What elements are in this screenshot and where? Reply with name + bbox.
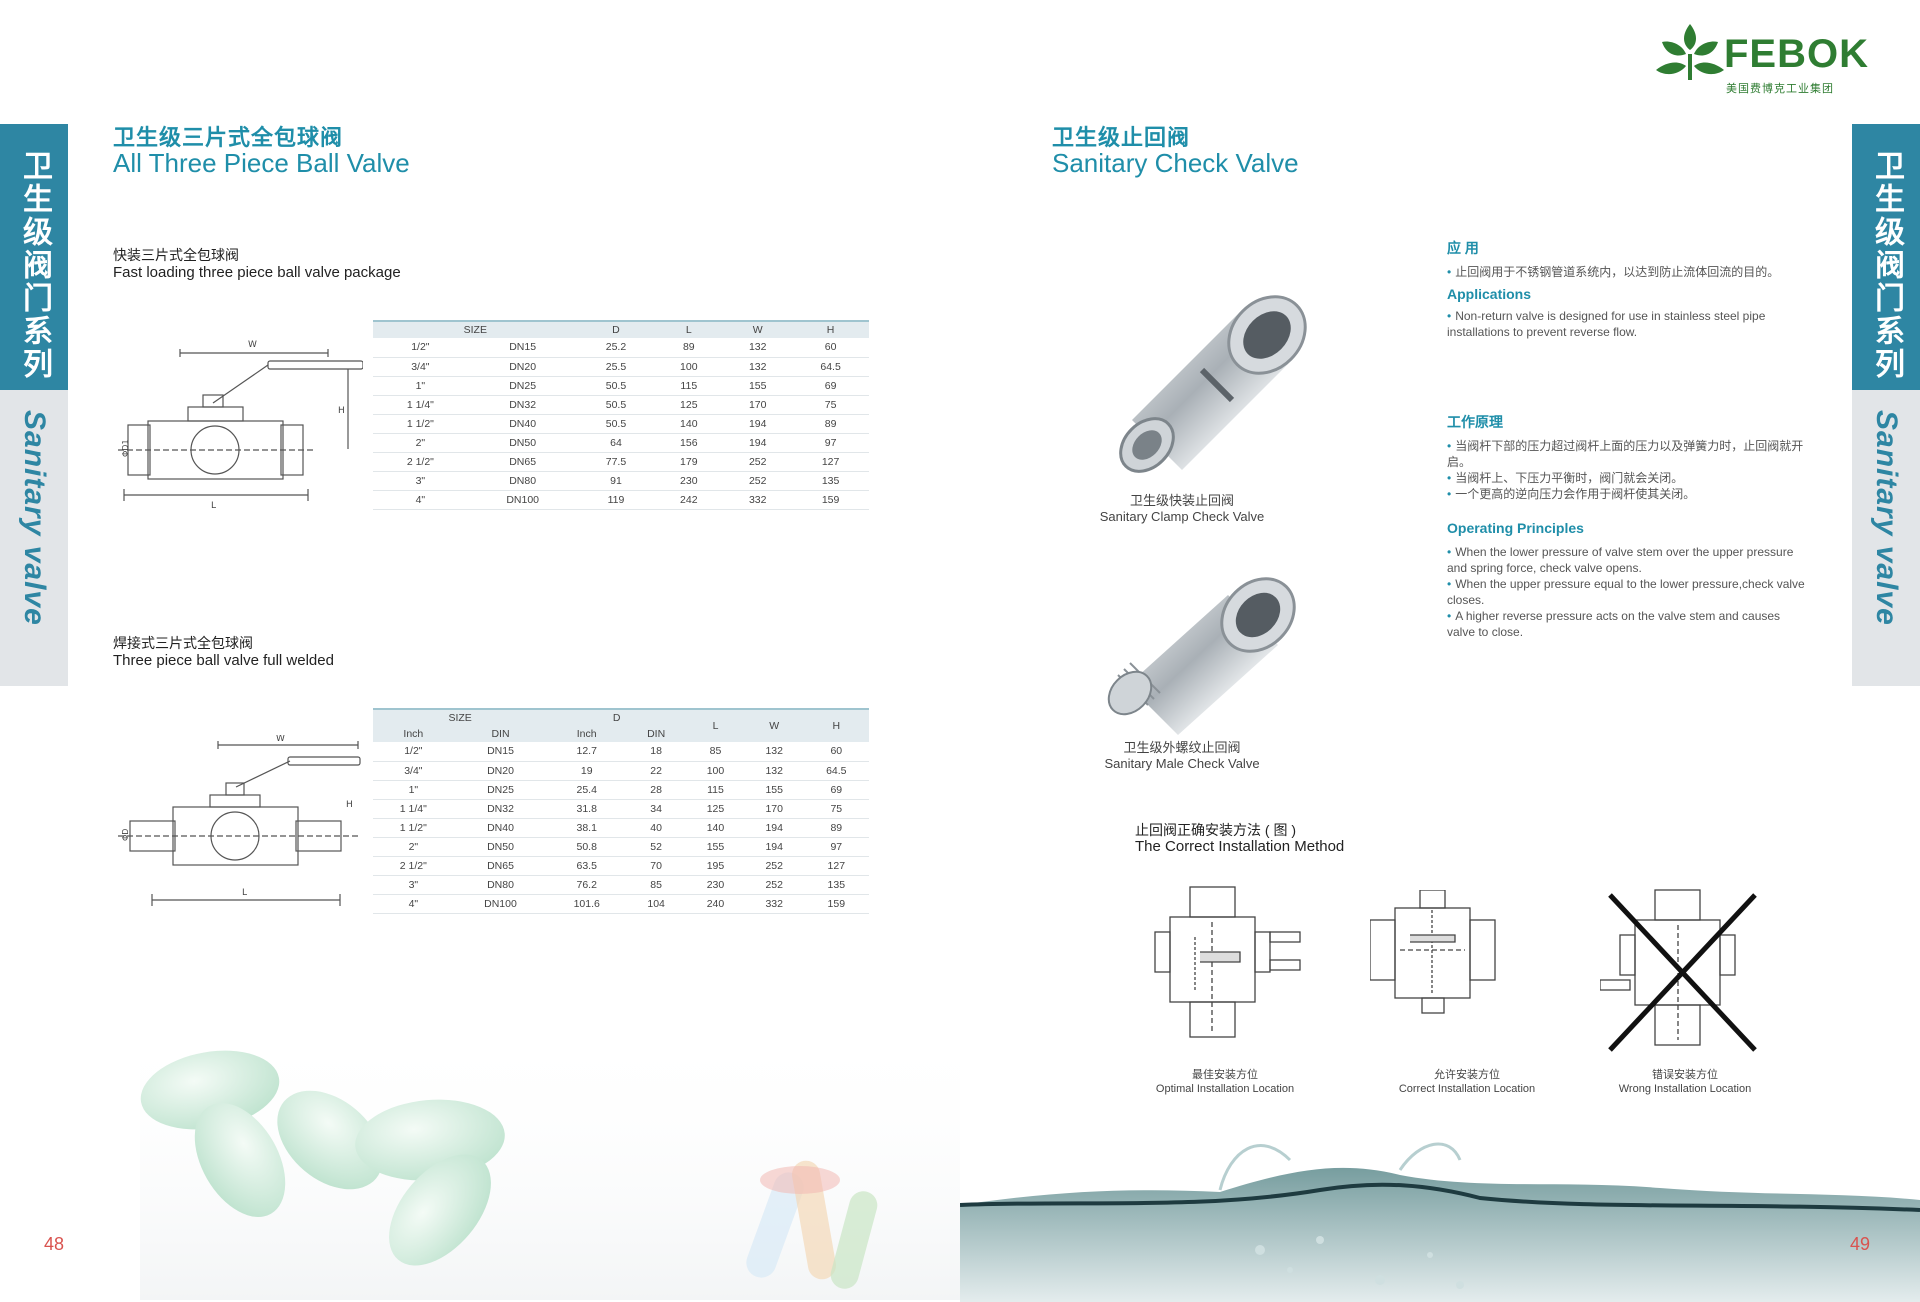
page-number-right: 49 [1850,1234,1871,1254]
th2-d: D [547,708,687,726]
cross-mark-icon [1608,893,1757,1052]
dim-d2-label: ΦD [121,829,130,841]
male-check-valve-photo [1107,577,1296,735]
th2-size: SIZE [373,708,548,726]
install-caption-2: 允许安装方位 Correct Installation Location [1398,1069,1536,1095]
th2-d-inch: Inch [547,726,627,742]
applications-title-en: Applications [1447,286,1532,302]
th2-l: L [686,708,745,742]
side-tab-en-right: Sanitary valve [1870,410,1903,626]
install-caption-3: 错误安装方位 Wrong Installation Location [1618,1069,1752,1095]
pills-decoration-image [140,1020,960,1300]
left-title-en: All Three Piece Ball Valve [113,148,410,178]
dim-l-label: L [211,501,216,511]
install-title-en: The Correct Installation Method [1135,838,1345,855]
left-title-cn: 卫生级三片式全包球阀 [113,125,344,150]
th-l: L [654,320,724,338]
sec1-title-cn: 快装三片式全包球阀 [113,247,239,263]
photo1-caption: 卫生级快装止回阀 Sanitary Clamp Check Valve [1082,493,1282,525]
optimal-install-diagram [1154,886,1301,1038]
th2-h: H [803,708,869,742]
applications-text-cn: 止回阀用于不锈钢管道系统内，以达到防止流体回流的目的。 [1455,265,1780,279]
operating-title-cn: 工作原理 [1447,414,1503,430]
dim-l2-label: L [242,888,247,898]
th-d: D [577,320,655,338]
th-size: SIZE [373,320,578,338]
th2-d-din: DIN [626,726,687,742]
wrong-install-diagram [1600,889,1757,1052]
side-tab-en: Sanitary valve [18,410,51,626]
photo1-caption-en: Sanitary Clamp Check Valve [1099,509,1265,524]
side-tab-cn-right: 卫生级阀门系列 [1870,150,1903,381]
dim-h2-label: H [346,800,353,810]
operating-section: 工作原理 •当阀杆下部的压力超过阀杆上面的压力以及弹簧力时，止回阀就开启。 •当… [1447,412,1807,640]
op-cn-1: 当阀杆下部的压力超过阀杆上面的压力以及弹簧力时，止回阀就开启。 [1447,439,1804,469]
op-cn-2: 当阀杆上、下压力平衡时，阀门就会关闭。 [1455,471,1684,485]
operating-title-en: Operating Principles [1447,520,1584,536]
install-title-cn: 止回阀正确安装方法 ( 图 ) [1135,822,1296,838]
photo2-caption-cn: 卫生级外螺纹止回阀 [1123,740,1241,755]
side-tab-cn: 卫生级阀门系列 [18,150,51,381]
correct-install-diagram [1370,890,1496,1014]
th-w: W [723,320,793,338]
install-caption-1: 最佳安装方位 Optimal Installation Location [1155,1069,1295,1095]
dim-w2-label: W [276,735,285,744]
sec1-title-en: Fast loading three piece ball valve pack… [113,264,401,281]
right-title-cn: 卫生级止回阀 [1052,125,1191,150]
photo2-caption: 卫生级外螺纹止回阀 Sanitary Male Check Valve [1082,740,1282,772]
op-en-2: When the upper pressure equal to the low… [1447,577,1805,607]
water-splash-image [960,1142,1920,1302]
applications-section: 应 用 •止回阀用于不锈钢管道系统内，以达到防止流体回流的目的。 Applica… [1447,238,1807,340]
applications-title-cn: 应 用 [1447,240,1479,256]
sec2-title-en: Three piece ball valve full welded [113,652,334,669]
brand-tagline: 美国费博克工业集团 [1726,83,1834,95]
sec2-title-cn: 焊接式三片式全包球阀 [113,635,253,651]
ball-valve-clamp-drawing: W H ΦD1 L [118,340,363,511]
th2-din: DIN [453,726,548,742]
right-side-tab: 卫生级阀门系列 Sanitary valve [1852,124,1920,686]
th2-w: W [744,708,804,742]
dim-w-label: W [248,340,257,350]
applications-text-en: Non-return valve is designed for use in … [1447,309,1766,339]
dim-h-label: H [338,406,345,416]
brand-name: FEBOK [1724,32,1869,76]
clamp-check-valve-photo [1119,295,1307,473]
photo1-caption-cn: 卫生级快装止回阀 [1129,493,1234,508]
right-title-en: Sanitary Check Valve [1052,148,1299,178]
page-number-left: 48 [44,1234,65,1254]
brand-logo: FEBOK 美国费博克工业集团 [1652,18,1868,98]
dim-d1-label: ΦD1 [121,439,130,457]
op-cn-3: 一个更高的逆向压力会作用于阀杆使其关闭。 [1455,487,1696,501]
op-en-3: A higher reverse pressure acts on the va… [1447,609,1781,639]
th2-inch: Inch [373,726,454,742]
leaf-logo-icon [1656,24,1724,80]
op-en-1: When the lower pressure of valve stem ov… [1447,545,1794,575]
left-side-tab: 卫生级阀门系列 Sanitary valve [0,124,68,686]
th-h: H [792,320,869,338]
photo2-caption-en: Sanitary Male Check Valve [1104,756,1260,771]
ball-valve-welded-drawing: W H ΦD L [118,735,361,906]
